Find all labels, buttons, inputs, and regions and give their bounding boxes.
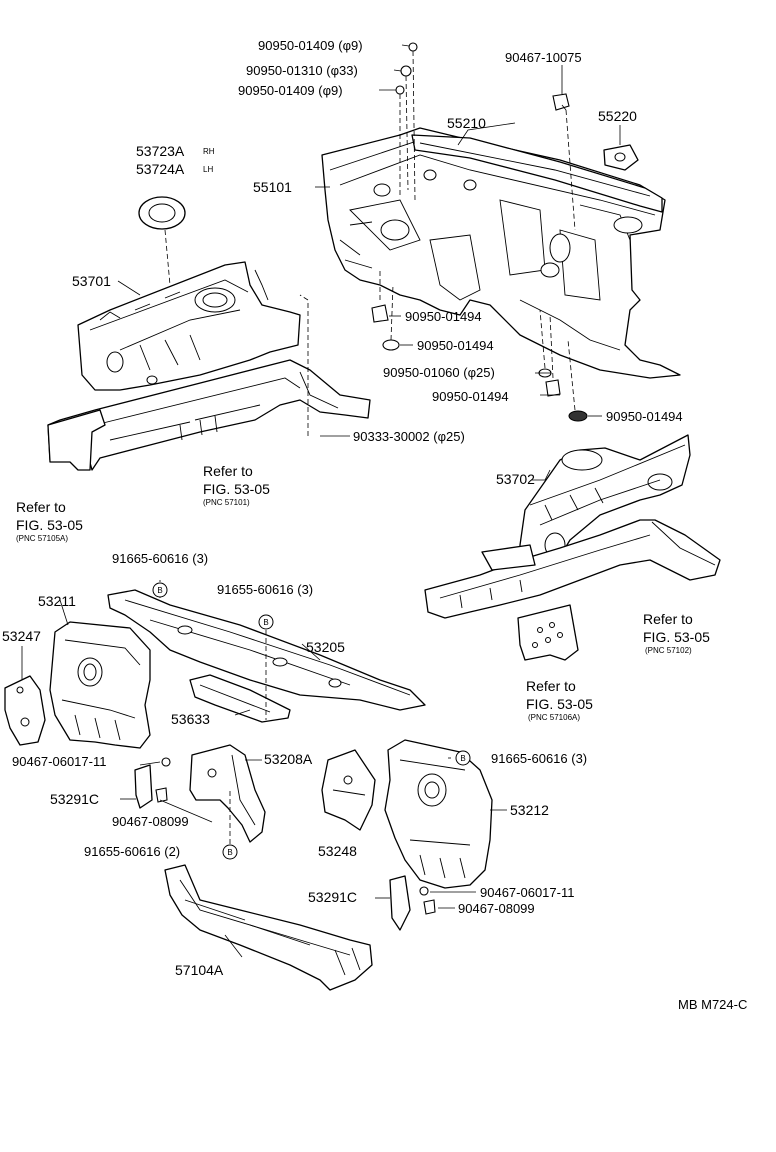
svg-text:(PNC 57105A): (PNC 57105A) [16,534,68,543]
bolt-90467-08099-a[interactable] [155,787,168,803]
label-90950-01494-c: 90950-01494 [432,389,509,404]
label-55210: 55210 [447,115,486,131]
bracket-53247[interactable] [4,675,46,746]
label-53211: 53211 [38,593,76,609]
hole-plug-90950-01409-b[interactable] [395,85,405,95]
label-53212: 53212 [510,802,549,818]
b-marker: B [258,614,274,630]
svg-text:(PNC 57101): (PNC 57101) [203,498,250,507]
radiator-support-rh-53212[interactable] [384,739,493,889]
label-91665-60616-b: 91665-60616 (3) [491,751,587,766]
svg-text:B: B [157,586,162,595]
crossmember-57104a[interactable] [164,864,373,991]
label-90467-10075: 90467-10075 [505,50,582,65]
radiator-support-upper-53205[interactable] [107,589,426,711]
label-53702: 53702 [496,471,535,487]
label-53723a-rh: RH [203,147,215,156]
label-53723a: 53723A [136,143,185,159]
support-ring-53723a[interactable] [138,196,186,230]
svg-text:Refer to: Refer to [643,611,693,627]
ref-panel-57106a[interactable] [517,604,579,661]
label-53247: 53247 [2,628,41,644]
label-90467-06017-a: 90467-06017-11 [12,754,106,769]
bolt-90467-06017-a[interactable] [161,757,171,767]
label-90950-01494-a: 90950-01494 [405,309,482,324]
label-55220: 55220 [598,108,637,124]
front-side-member-rh[interactable] [424,519,721,619]
label-53724a-lh: LH [203,165,213,174]
hole-plug-90950-01310[interactable] [400,65,412,77]
side-member-bracket-lh[interactable] [47,409,106,471]
grommet-90950-01494-b[interactable] [382,339,400,351]
label-90467-08099-b: 90467-08099 [458,901,535,916]
cowl-top-55210[interactable] [411,134,663,234]
label-53205: 53205 [306,639,345,655]
bracket-53633[interactable] [189,674,291,723]
hole-plug-90950-01409-a[interactable] [408,42,418,52]
grommet-90950-01494-a[interactable] [371,304,389,323]
label-53208a: 53208A [264,751,313,767]
bolt-90467-10075[interactable] [552,93,570,111]
svg-text:Refer to: Refer to [16,499,66,515]
svg-text:B: B [460,754,465,763]
apron-53701[interactable] [77,261,301,391]
label-90950-01060: 90950-01060 (φ25) [383,365,495,380]
bracket-53291c-a[interactable] [134,764,153,809]
label-91665-60616-a: 91665-60616 (3) [112,551,208,566]
diagram-code: MB M724-C [678,997,747,1012]
label-90467-06017-b: 90467-06017-11 [480,885,574,900]
ref-note-57106a: Refer to FIG. 53-05 (PNC 57106A) [526,678,593,722]
label-57104a: 57104A [175,962,224,978]
rail-bracket-rh[interactable] [481,544,536,571]
label-53248: 53248 [318,843,357,859]
b-marker: B [152,582,168,598]
b-marker: B [455,750,471,766]
grommet-90950-01494-c[interactable] [545,379,561,397]
label-55101: 55101 [253,179,292,195]
svg-text:FIG. 53-05: FIG. 53-05 [203,481,270,497]
label-53724a: 53724A [136,161,185,177]
label-53291c-a: 53291C [50,791,99,807]
label-90950-01494-d: 90950-01494 [606,409,683,424]
svg-text:B: B [263,618,268,627]
b-marker: B [222,844,238,860]
ref-note-57101: Refer to FIG. 53-05 (PNC 57101) [203,463,270,507]
svg-text:(PNC 57106A): (PNC 57106A) [528,713,580,722]
bolt-90467-08099-b[interactable] [423,899,436,915]
leader-lines [21,44,621,958]
plug-55220[interactable] [603,144,639,171]
label-90950-01494-b: 90950-01494 [417,338,494,353]
svg-text:B: B [227,848,232,857]
svg-text:Refer to: Refer to [526,678,576,694]
radiator-support-lh-53211[interactable] [49,621,151,749]
label-91655-60616-b: 91655-60616 (2) [84,844,180,859]
ref-note-57105a: Refer to FIG. 53-05 (PNC 57105A) [16,499,83,543]
grommet-90950-01494-d[interactable] [568,410,588,422]
svg-text:FIG. 53-05: FIG. 53-05 [526,696,593,712]
label-53291c-b: 53291C [308,889,357,905]
label-90467-08099-a: 90467-08099 [112,814,189,829]
svg-text:FIG. 53-05: FIG. 53-05 [16,517,83,533]
bracket-53248[interactable] [321,749,376,831]
label-90950-01409-b: 90950-01409 (φ9) [238,83,343,98]
label-91655-60616-a: 91655-60616 (3) [217,582,313,597]
label-53633: 53633 [171,711,210,727]
svg-text:(PNC 57102): (PNC 57102) [645,646,692,655]
svg-text:Refer to: Refer to [203,463,253,479]
label-53701: 53701 [72,273,111,289]
bolt-90467-06017-b[interactable] [419,886,429,896]
label-90950-01310: 90950-01310 (φ33) [246,63,358,78]
brace-53208a[interactable] [189,744,266,843]
svg-text:FIG. 53-05: FIG. 53-05 [643,629,710,645]
label-90950-01409-a: 90950-01409 (φ9) [258,38,363,53]
bracket-53291c-b[interactable] [389,875,411,931]
ref-note-57102: Refer to FIG. 53-05 (PNC 57102) [643,611,710,655]
label-90333-30002: 90333-30002 (φ25) [353,429,465,444]
